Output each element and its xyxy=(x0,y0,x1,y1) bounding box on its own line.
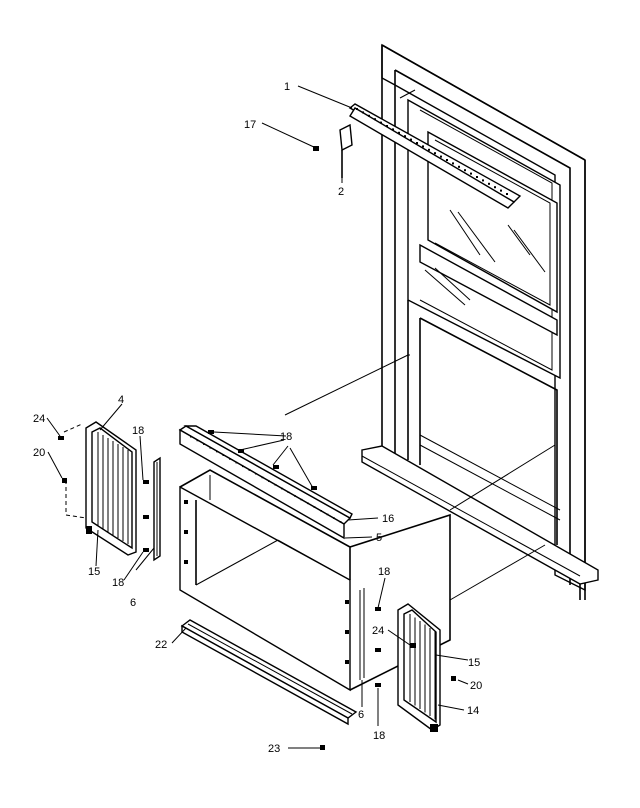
rail-hole xyxy=(476,176,478,178)
rail-hole xyxy=(362,111,364,114)
callout-6: 6 xyxy=(130,597,136,609)
rail-hole xyxy=(428,148,430,151)
bracket xyxy=(313,123,353,178)
callout-14: 14 xyxy=(467,705,479,717)
callout-2: 2 xyxy=(338,186,344,198)
rail-hole xyxy=(506,193,508,195)
angle-hole xyxy=(287,491,290,493)
callout-22: 22 xyxy=(155,639,167,651)
angle-hole xyxy=(235,461,238,464)
rail-hole xyxy=(368,114,370,117)
angle-hole xyxy=(281,487,283,490)
angle-hole xyxy=(209,447,212,449)
angle-hole xyxy=(294,495,296,497)
rail-hole xyxy=(374,118,376,121)
angle-hole xyxy=(333,517,335,519)
callout-20: 20 xyxy=(470,680,482,692)
angle-hole xyxy=(300,498,303,501)
angle-hole xyxy=(229,458,231,460)
left-curtain xyxy=(58,421,137,556)
guide-lines xyxy=(284,89,556,601)
angle-hole xyxy=(216,450,218,453)
rail-hole xyxy=(386,125,388,127)
angle-hole xyxy=(320,510,322,512)
angle-hole xyxy=(261,476,264,479)
rail-hole xyxy=(422,145,424,148)
angle-hole xyxy=(268,480,270,482)
callout-15: 15 xyxy=(468,657,480,669)
angle-hole xyxy=(274,484,277,486)
right-channel xyxy=(375,607,381,687)
rail-hole xyxy=(356,108,358,110)
leader-lines xyxy=(46,85,469,749)
rail-hole xyxy=(500,189,502,192)
callout-18: 18 xyxy=(132,425,144,437)
bottom-rail xyxy=(180,619,358,750)
rail-hole xyxy=(446,159,448,161)
top-angle xyxy=(178,425,353,540)
left-channel xyxy=(143,456,161,562)
angle-hole xyxy=(255,473,257,475)
callout-20: 20 xyxy=(33,447,45,459)
callout-16: 16 xyxy=(382,513,394,525)
rail-hole xyxy=(494,186,496,189)
callout-18: 18 xyxy=(280,431,292,443)
rail-hole xyxy=(392,128,394,131)
callout-15: 15 xyxy=(88,566,100,578)
angle-hole xyxy=(242,465,244,468)
callout-24: 24 xyxy=(33,413,45,425)
rail-hole xyxy=(398,131,400,134)
angle-hole xyxy=(248,469,251,471)
angle-hole xyxy=(190,436,192,438)
rail-hole xyxy=(416,142,418,144)
rail-hole xyxy=(464,169,466,172)
callout-4: 4 xyxy=(118,394,124,406)
rail-hole xyxy=(458,165,460,168)
callout-18: 18 xyxy=(378,566,390,578)
callout-1: 1 xyxy=(284,81,290,93)
callout-18: 18 xyxy=(373,730,385,742)
rail-hole xyxy=(404,135,406,138)
angle-hole xyxy=(307,502,309,505)
callout-24: 24 xyxy=(372,625,384,637)
callout-18: 18 xyxy=(112,577,124,589)
angle-hole xyxy=(326,513,329,516)
callout-5: 5 xyxy=(376,532,382,544)
angle-hole xyxy=(339,521,342,523)
callout-6: 6 xyxy=(358,709,364,721)
window-frame xyxy=(361,43,599,600)
right-curtain xyxy=(397,603,456,732)
rail-hole xyxy=(434,152,436,155)
angle-hole xyxy=(222,454,225,456)
callout-labels: 1 17 2 24 4 20 18 15 18 6 18 16 5 18 24 … xyxy=(33,81,482,755)
rail-hole xyxy=(380,121,382,124)
rail-hole xyxy=(470,172,472,175)
rail-hole xyxy=(410,138,412,141)
rail-hole xyxy=(452,162,454,165)
callout-17: 17 xyxy=(244,119,256,131)
top-rail xyxy=(348,103,522,209)
angle-hole xyxy=(203,443,205,445)
rail-hole xyxy=(440,155,442,158)
angle-hole xyxy=(196,439,199,442)
angle-hole xyxy=(313,506,316,508)
rail-hole xyxy=(488,182,490,185)
callout-23: 23 xyxy=(268,743,280,755)
rail-hole xyxy=(482,179,484,182)
